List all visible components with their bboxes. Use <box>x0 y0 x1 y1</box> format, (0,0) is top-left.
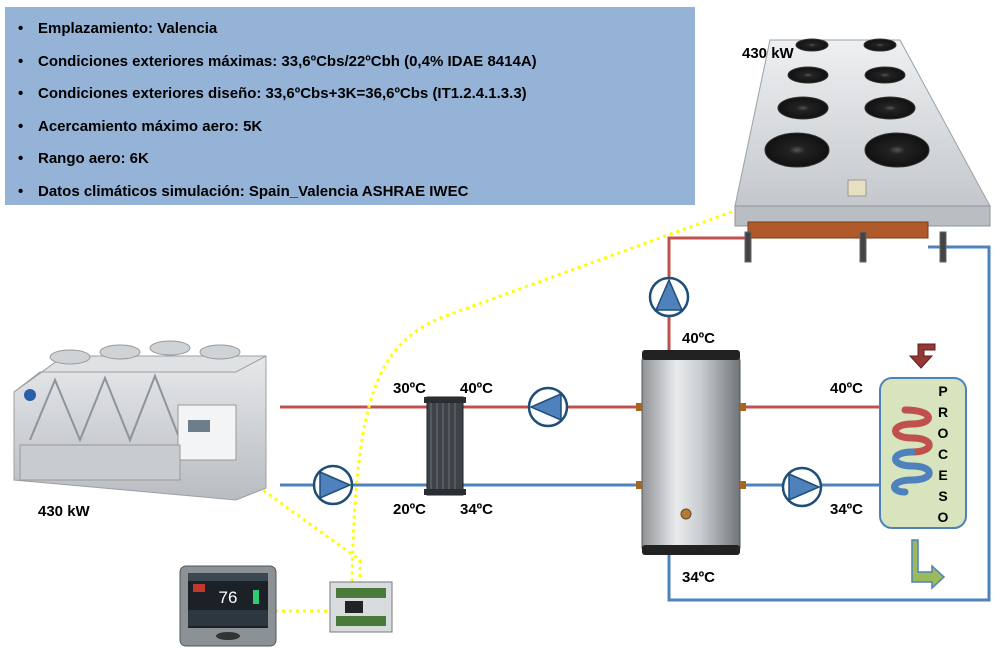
condition-max-approach: Acercamiento máximo aero: 5K <box>18 117 695 150</box>
process-letter: R <box>938 404 948 420</box>
condition-range: Rango aero: 6K <box>18 149 695 182</box>
process-letter: O <box>938 425 949 441</box>
buffer-tank <box>636 350 746 555</box>
plate-heat-exchanger <box>424 396 466 496</box>
process-letter: C <box>938 446 948 462</box>
temp-process-in: 40ºC <box>830 380 863 397</box>
temp-tank-top: 40ºC <box>682 330 715 347</box>
condition-design-outdoor: Condiciones exteriores diseño: 33,6ºCbs+… <box>18 84 695 117</box>
process-letter: S <box>938 488 947 504</box>
drycooler-return-pipe <box>667 245 991 602</box>
controller-board <box>329 581 393 633</box>
tank-supply-pump-icon <box>527 386 569 428</box>
process-outlet-arrow-icon <box>911 539 946 590</box>
temp-hx-cold-in: 20ºC <box>393 501 426 518</box>
condition-max-outdoor: Condiciones exteriores máximas: 33,6ºCbs… <box>18 52 695 85</box>
air-cooled-chiller <box>13 340 267 501</box>
process-inlet-arrow-icon <box>908 343 936 369</box>
hmi-touch-panel: 76 <box>179 565 277 647</box>
chiller-control-wire <box>234 468 362 585</box>
chiller-return-pump-icon <box>312 464 354 506</box>
condition-climate-data: Datos climáticos simulación: Spain_Valen… <box>18 182 695 215</box>
process-letter: E <box>938 467 947 483</box>
drycooler-pump-icon <box>648 276 690 318</box>
temp-tank-bottom: 34ºC <box>682 569 715 586</box>
process-letters: P R O C E S O <box>938 383 949 525</box>
dry-cooler <box>734 38 991 263</box>
control-wiring <box>234 205 746 613</box>
chiller-capacity-label: 430 kW <box>38 503 91 520</box>
hmi-display-value: 76 <box>219 588 238 607</box>
process-return-pump-icon <box>781 466 823 508</box>
temp-hx-cold-out: 34ºC <box>460 501 493 518</box>
supply-pipes <box>280 236 912 409</box>
temp-hx-hot-in: 30ºC <box>393 380 426 397</box>
site-conditions-box: Emplazamiento: Valencia Condiciones exte… <box>5 7 695 205</box>
temp-process-out: 34ºC <box>830 501 863 518</box>
condition-location: Emplazamiento: Valencia <box>18 19 695 52</box>
process-letter: P <box>938 383 947 399</box>
temp-hx-hot-out: 40ºC <box>460 380 493 397</box>
process-box <box>879 377 967 529</box>
process-letter: O <box>938 509 949 525</box>
drycooler-capacity-label: 430 kW <box>742 45 795 62</box>
brand-logo-icon <box>24 389 36 401</box>
